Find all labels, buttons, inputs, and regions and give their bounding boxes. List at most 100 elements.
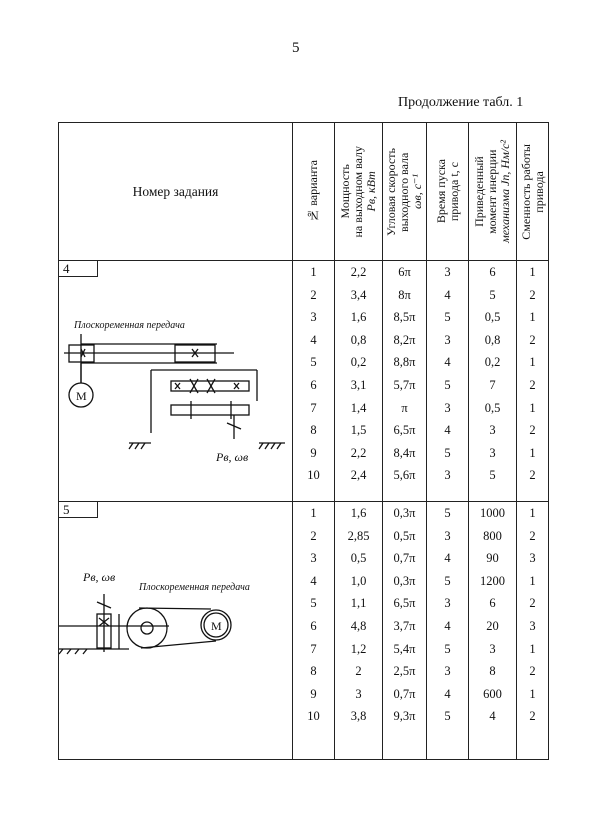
cell-power: 2,2: [350, 265, 367, 279]
cell-variant: 3: [310, 310, 317, 325]
cell-time: 4: [444, 551, 451, 566]
cell-speed: 8,5π: [393, 310, 416, 325]
header-variant: № варианта: [292, 122, 335, 261]
cell-power: 1,0: [350, 573, 367, 588]
cell-inertia: 90: [486, 551, 499, 566]
cell-speed: 0,3π: [393, 573, 416, 588]
task-row-4: 4: [58, 260, 549, 502]
cell-speed: 9,3π: [393, 709, 416, 724]
cell-variant: 10: [307, 709, 320, 724]
cell-inertia: 5: [489, 287, 496, 302]
cell-variant: 2: [310, 528, 317, 543]
header-power-line3: Pв, кВт: [364, 171, 378, 212]
task-5-number: 5: [59, 502, 98, 518]
header-shift-text: Сменность работы привода: [518, 143, 546, 240]
cell-power: 1,1: [350, 596, 367, 611]
task-4-mechanism-diagram: Плоскоременная передача M Pв, ωв: [64, 320, 285, 464]
cell-speed: 2,5π: [393, 664, 416, 679]
cell-power: 0,5: [350, 551, 367, 566]
cell-variant: 8: [310, 664, 317, 679]
cell-shift: 2: [529, 596, 536, 611]
cell-shift: 1: [529, 265, 536, 279]
cell-time: 3: [444, 468, 451, 483]
header-time-line1: Время пуска: [433, 159, 448, 224]
cell-speed: 8,4π: [393, 445, 416, 460]
cell-time: 5: [444, 506, 451, 520]
task-4-diagram-cell: 4: [58, 260, 293, 502]
cell-variant: 10: [307, 468, 320, 483]
cell-speed: 5,6π: [393, 468, 416, 483]
header-shift-line1: Сменность работы: [518, 143, 533, 240]
cell-inertia: 4: [489, 709, 496, 724]
cell-power: 2,85: [347, 528, 370, 543]
cell-variant: 9: [310, 686, 317, 701]
cell-shift: 2: [529, 528, 536, 543]
cell-shift: 1: [529, 355, 536, 370]
cell-shift: 2: [529, 709, 536, 724]
cell-speed: 5,4π: [393, 641, 416, 656]
task-4-belt-label: Плоскоременная передача: [73, 320, 185, 331]
cell-power: 2,4: [350, 468, 367, 483]
header-shift: Сменность работы привода: [516, 122, 549, 261]
cell-inertia: 6: [489, 596, 496, 611]
task-5-output-label: Pв, ωв: [82, 570, 115, 584]
cell-variant: 2: [310, 287, 317, 302]
cell-inertia: 0,2: [484, 355, 501, 370]
cell-speed: 6,5π: [393, 596, 416, 611]
header-angular-speed-text: Угловая скорость выходного вала ωв, с⁻¹: [384, 148, 424, 236]
cell-shift: 2: [529, 287, 536, 302]
task-5-mechanism-diagram: Pв, ωв Плоскоременная передача M: [59, 570, 250, 655]
cell-shift: 2: [529, 332, 536, 347]
header-task-number: Номер задания: [58, 122, 293, 261]
task-4-output-label: Pв, ωв: [215, 450, 248, 464]
cell-inertia: 1000: [480, 506, 505, 520]
cell-shift: 3: [529, 618, 536, 633]
cell-shift: 3: [529, 551, 536, 566]
header-shift-line2: привода: [531, 170, 546, 213]
cell-speed: π: [401, 400, 408, 415]
cell-speed: 6,5π: [393, 423, 416, 438]
cell-inertia: 7: [489, 377, 496, 392]
header-row: Номер задания № варианта Мощность на вых…: [58, 122, 549, 261]
header-start-time-text: Время пуска привода t, с: [433, 159, 461, 224]
cell-power: 1,4: [350, 400, 367, 415]
cell-shift: 1: [529, 641, 536, 656]
cell-time: 3: [444, 400, 451, 415]
cell-variant: 7: [310, 400, 317, 415]
task-5-diagram-cell: 5: [58, 501, 293, 760]
cell-time: 4: [444, 287, 451, 302]
task-4-number: 4: [59, 261, 98, 277]
cell-inertia: 6: [489, 265, 496, 279]
task-5-belt-label: Плоскоременная передача: [138, 582, 250, 593]
cell-power: 2: [355, 664, 362, 679]
cell-time: 5: [444, 573, 451, 588]
cell-variant: 3: [310, 551, 317, 566]
cell-speed: 0,3π: [393, 506, 416, 520]
cell-shift: 2: [529, 468, 536, 483]
page-number: 5: [292, 40, 300, 56]
cell-variant: 8: [310, 423, 317, 438]
cell-variant: 5: [310, 355, 317, 370]
cell-inertia: 0,5: [484, 310, 501, 325]
cell-time: 3: [444, 596, 451, 611]
cell-speed: 0,5π: [393, 528, 416, 543]
cell-power: 1,6: [350, 310, 367, 325]
cell-inertia: 8: [489, 664, 496, 679]
cell-shift: 2: [529, 664, 536, 679]
cell-shift: 2: [529, 423, 536, 438]
cell-speed: 0,7π: [393, 551, 416, 566]
header-start-time: Время пуска привода t, с: [426, 122, 469, 261]
cell-power: 3: [355, 686, 362, 701]
header-speed-line3: ωв, с⁻¹: [410, 174, 424, 209]
cell-speed: 8,2π: [393, 332, 416, 347]
cell-inertia: 5: [489, 468, 496, 483]
header-time-line2: привода t, с: [446, 161, 461, 222]
